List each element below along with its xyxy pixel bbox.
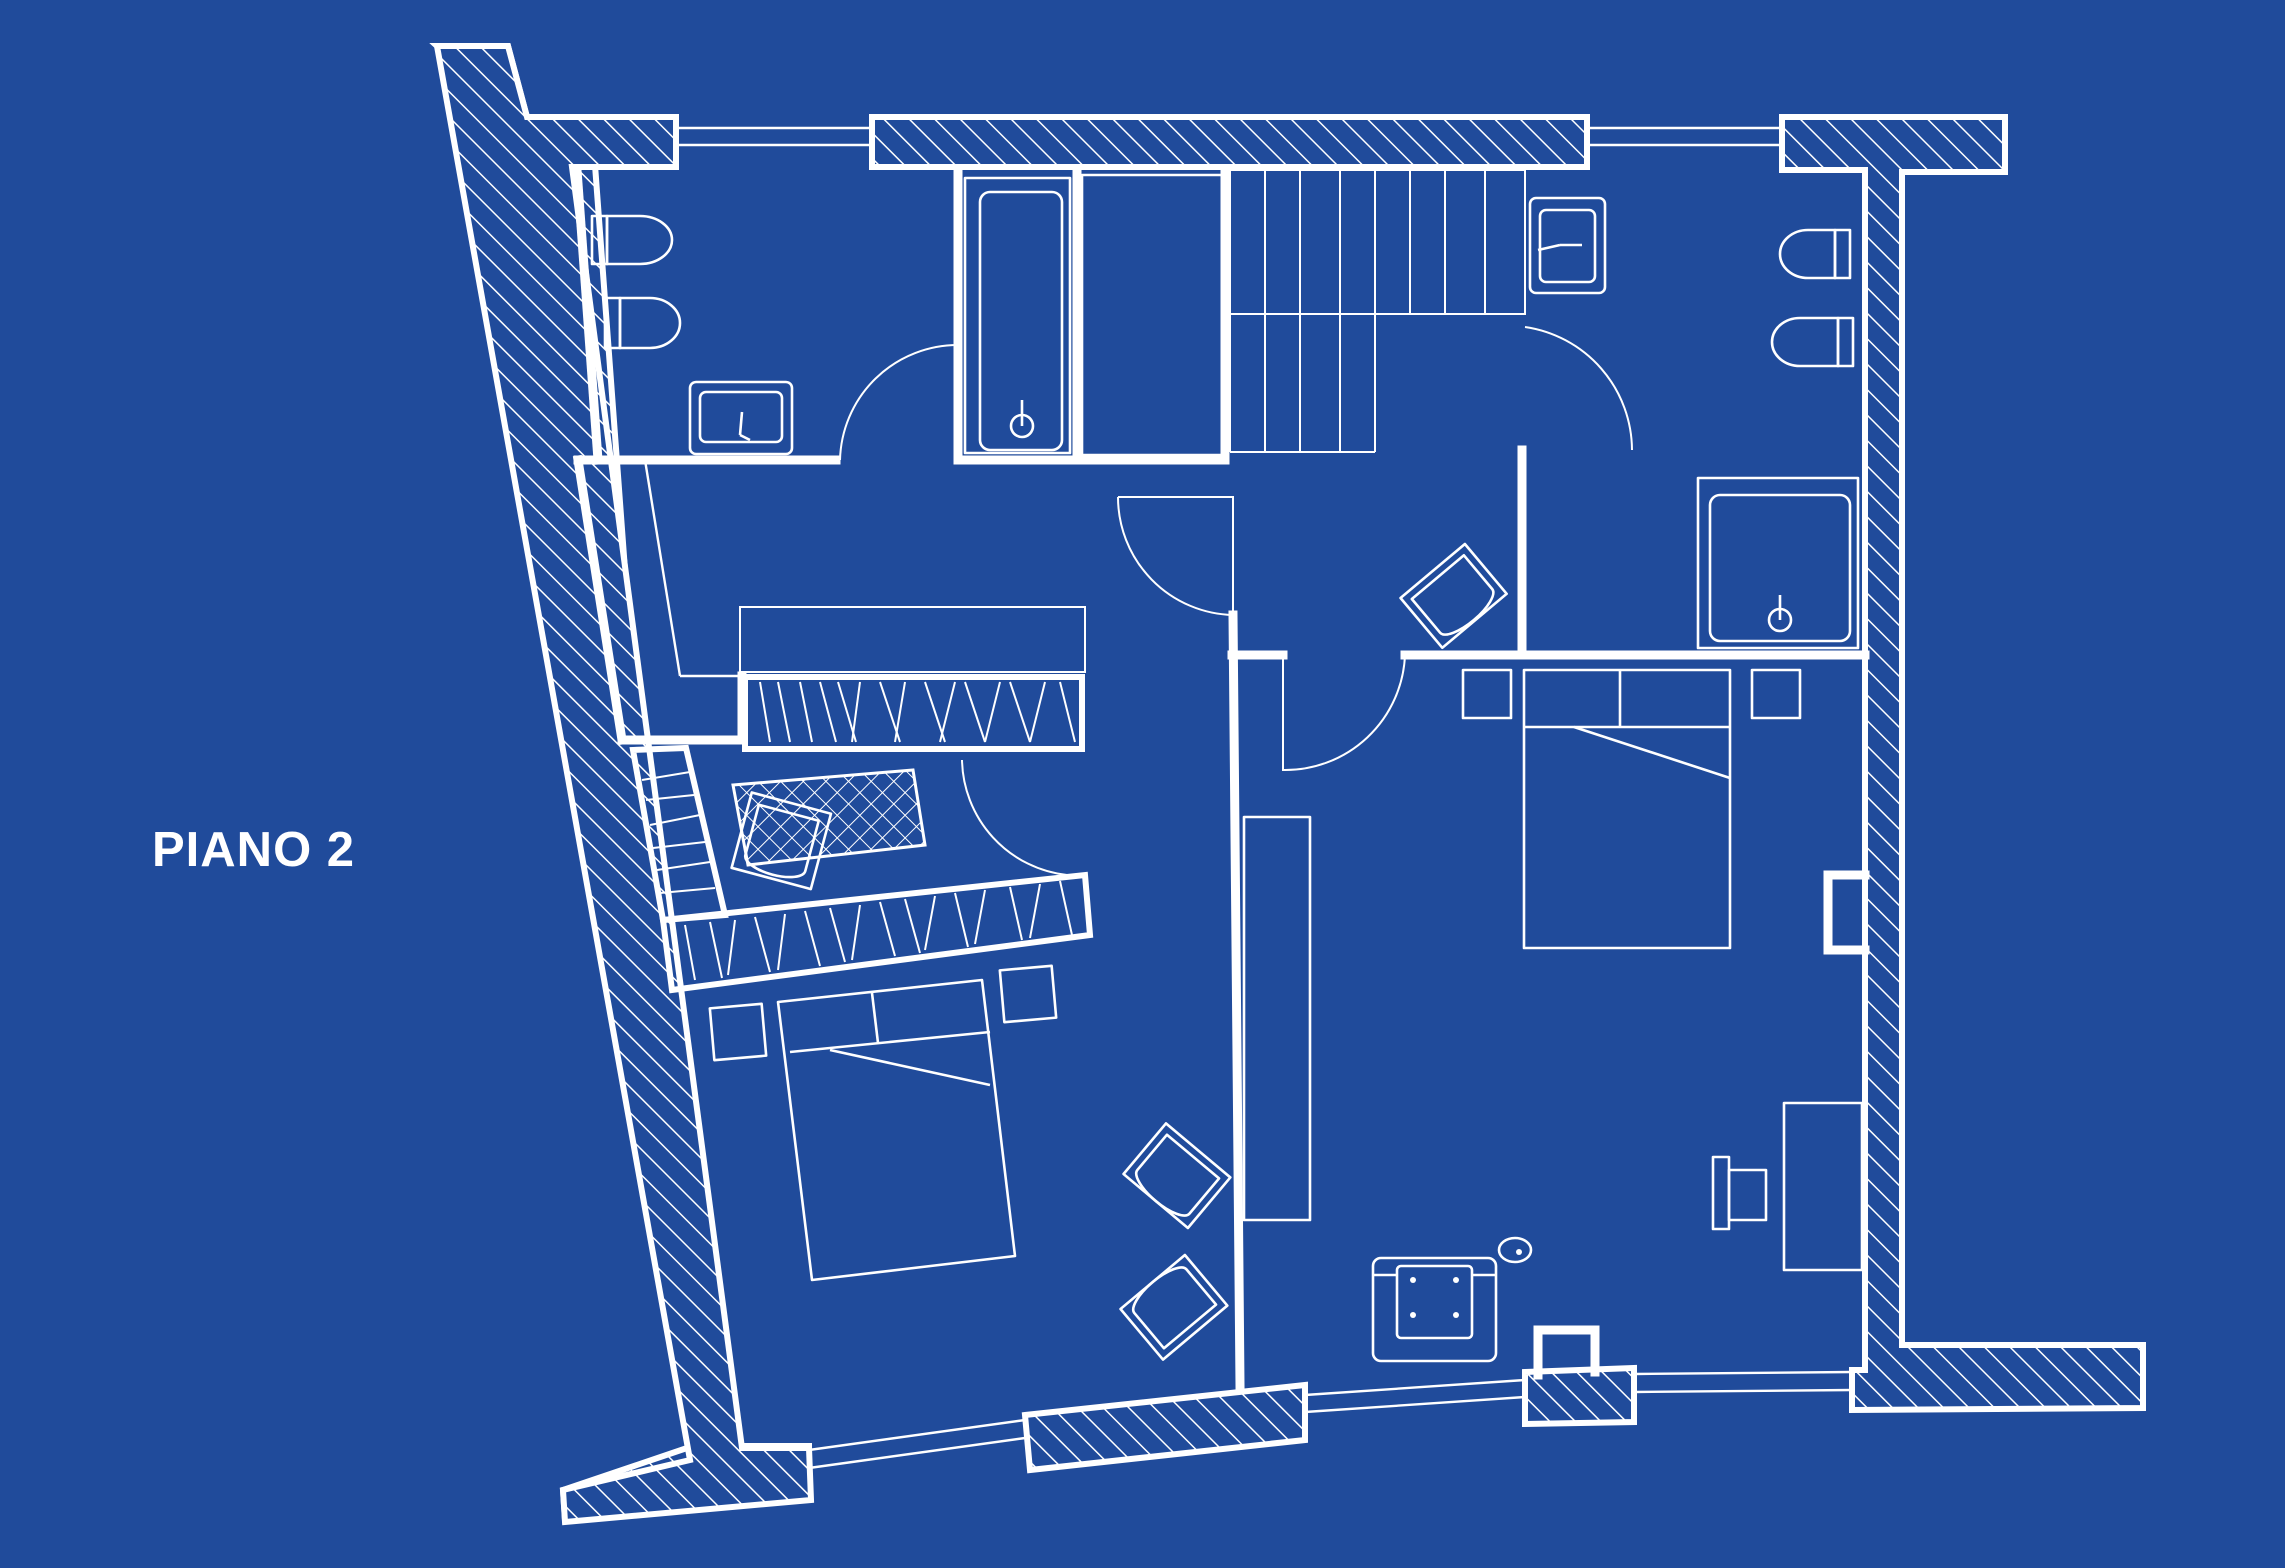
door-stair-landing xyxy=(1117,496,1234,617)
door-dressing xyxy=(961,759,1068,876)
window-top-left xyxy=(676,126,872,147)
nightstand-left xyxy=(1461,668,1513,720)
wall-top-right xyxy=(1779,114,2146,1414)
sofa-armchair-icon xyxy=(1371,1256,1498,1363)
bathtub-icon xyxy=(963,176,1072,455)
desk-chair-icon xyxy=(1711,1155,1768,1231)
wall-left-main xyxy=(433,43,815,1526)
staircase xyxy=(1229,169,1526,453)
exterior-walls xyxy=(429,43,2146,1526)
armchair-icon xyxy=(730,791,833,891)
wardrobe-bottom xyxy=(659,871,1094,994)
door-right-bath xyxy=(1524,326,1633,451)
window-bottom-left xyxy=(808,1418,1026,1470)
windows xyxy=(676,126,1853,1470)
long-cabinet xyxy=(1242,815,1312,1222)
side-table-icon xyxy=(1497,1236,1533,1264)
sink-icon xyxy=(688,380,794,456)
bidet-icon xyxy=(603,296,682,350)
door-right-bedroom xyxy=(1282,654,1406,772)
chair-icon xyxy=(1119,1253,1229,1361)
nightstand-right xyxy=(998,964,1058,1024)
window-bottom-middle xyxy=(1304,1378,1526,1414)
doors xyxy=(839,326,1633,876)
window-bottom-right xyxy=(1633,1370,1853,1394)
toilet-icon xyxy=(590,214,674,266)
chair-icon xyxy=(1122,1122,1232,1230)
door-left-bath xyxy=(839,343,959,461)
wardrobe-top xyxy=(739,606,1086,752)
wall-bottom-middle xyxy=(1021,1381,1308,1474)
toilet-icon xyxy=(1778,228,1852,280)
left-bathroom xyxy=(590,173,1224,457)
desk xyxy=(1782,1101,1864,1272)
sink-icon xyxy=(1528,196,1607,295)
shower-icon xyxy=(1696,476,1860,650)
wall-top-middle xyxy=(869,114,1590,170)
right-bedroom-bed xyxy=(1522,668,1732,950)
right-bathroom xyxy=(1528,196,1860,650)
nightstand-left xyxy=(708,1002,768,1062)
laundry-cabinet xyxy=(1080,173,1224,457)
bidet-icon xyxy=(1770,316,1855,368)
nightstand-right xyxy=(1750,668,1802,720)
window-top-right xyxy=(1587,126,1782,147)
left-bedroom-bed xyxy=(776,978,1017,1282)
armchair-icon xyxy=(1399,542,1508,650)
interior-walls xyxy=(572,165,1870,1390)
floor-title: PIANO 2 xyxy=(152,823,356,877)
